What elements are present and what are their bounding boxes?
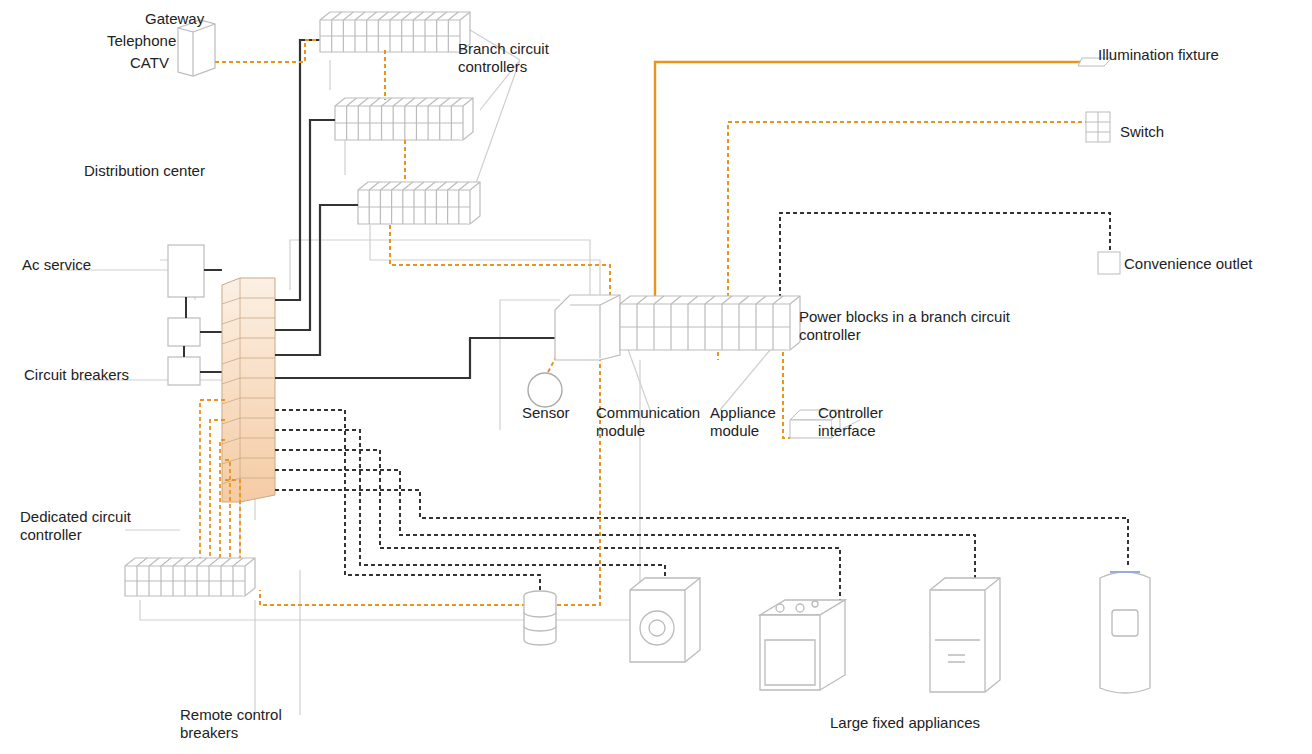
fixture-label: Illumination fixture <box>1098 46 1298 64</box>
branch-controller-racks <box>320 12 480 224</box>
convenience-outlet <box>1098 252 1120 274</box>
sensor <box>528 373 562 407</box>
service-label: Ac service <box>22 256 152 274</box>
gateway-box <box>178 20 215 76</box>
telephone-label: Telephone <box>107 32 197 50</box>
switch-plate <box>1086 112 1110 142</box>
catv-label: CATV <box>130 54 210 72</box>
dedicated-label: Dedicated circuit controller <box>20 508 140 544</box>
remote-label: Remote control breakers <box>180 706 300 742</box>
module-label: Communication module <box>596 404 706 440</box>
outlet-label: Convenience outlet <box>1124 255 1304 273</box>
breakers-label: Circuit breakers <box>24 366 134 384</box>
distribution-panel <box>222 278 275 502</box>
power-block-controller <box>555 295 800 360</box>
module-label: Appliance module <box>710 404 800 440</box>
ac-service <box>168 245 204 385</box>
large-appliances <box>524 572 1150 693</box>
power-blocks-label: Power blocks in a branch circuit control… <box>799 308 1039 344</box>
center-label: Distribution center <box>84 162 284 180</box>
sensor-label: Sensor <box>522 404 592 422</box>
dedicated-controller <box>125 558 255 596</box>
switch-label: Switch <box>1120 123 1220 141</box>
interface-label: Controller interface <box>818 404 898 440</box>
gateway-label: Gateway <box>145 10 265 28</box>
controllers-label: Branch circuit controllers <box>458 40 558 76</box>
appliances-label: Large fixed appliances <box>830 714 1050 732</box>
